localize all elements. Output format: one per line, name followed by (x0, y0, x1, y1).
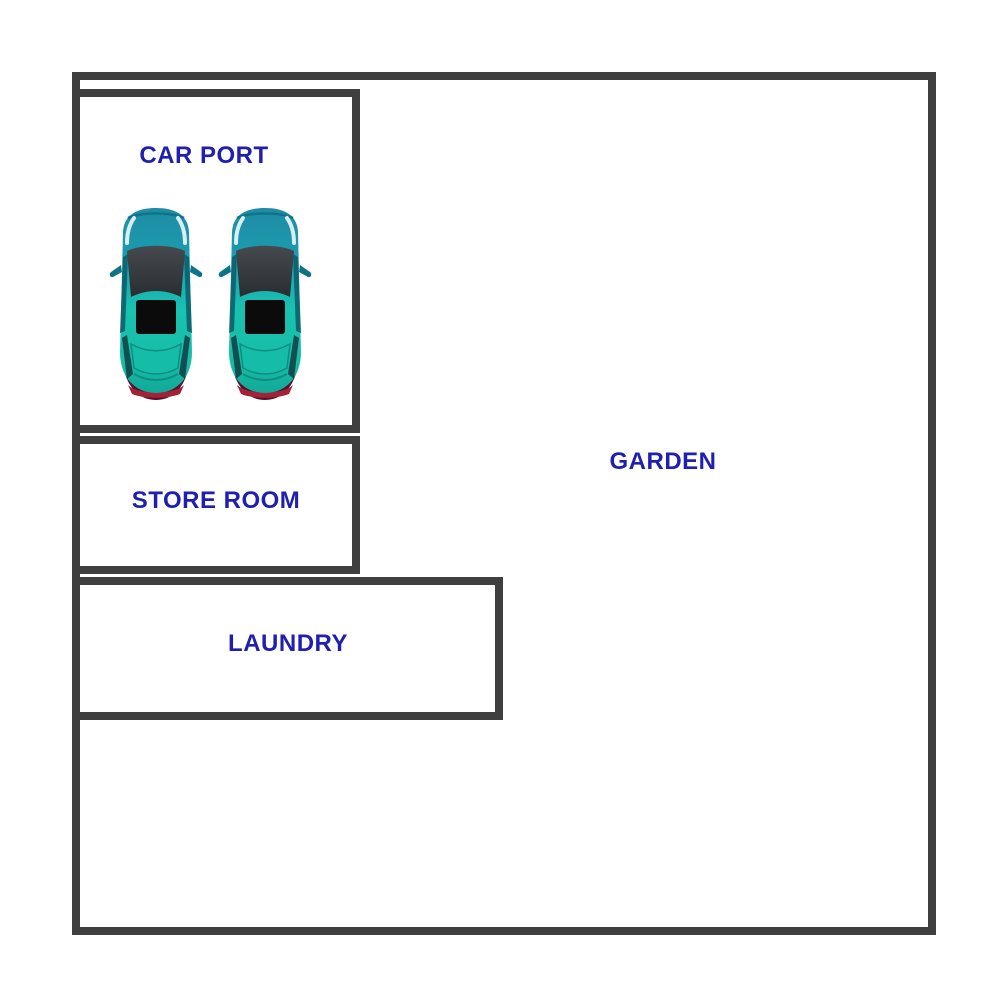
room-store-room (72, 436, 360, 574)
room-car-port (72, 89, 360, 433)
room-label-laundry: LAUNDRY (228, 630, 348, 657)
room-label-store-room: STORE ROOM (131, 487, 301, 514)
car-top-view-2 (217, 206, 313, 400)
room-laundry (72, 577, 503, 720)
room-label-car-port: CAR PORT (139, 142, 269, 169)
room-label-garden: GARDEN (609, 448, 717, 475)
car-top-view-1 (108, 206, 204, 400)
